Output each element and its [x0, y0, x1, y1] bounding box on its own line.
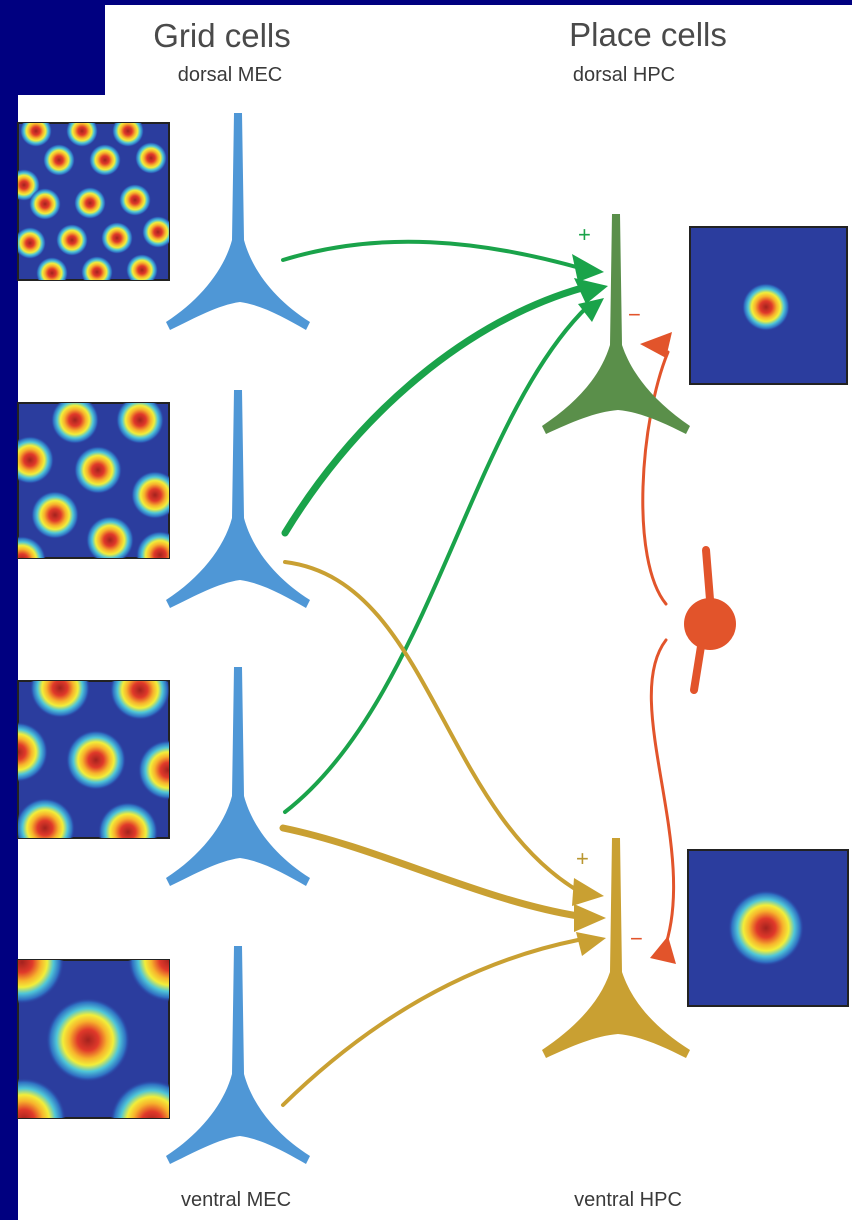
- ventral-mec-label: ventral MEC: [181, 1189, 291, 1211]
- grid-map-icon: [17, 122, 170, 281]
- pyramidal-neuron-icon: [166, 946, 310, 1164]
- dorsal-hpc-label: dorsal HPC: [573, 64, 675, 86]
- excitatory-sign: +: [578, 222, 591, 247]
- arrowhead-icon: [574, 904, 606, 932]
- arrowhead-icon: [574, 278, 608, 304]
- dorsal-mec-label: dorsal MEC: [178, 64, 282, 86]
- pyramidal-neuron-icon: [542, 838, 690, 1058]
- grid-map-icon: [17, 959, 170, 1119]
- place-cells-title: Place cells: [569, 16, 727, 53]
- place-field-icon: [689, 226, 848, 385]
- projection-grid2-dorsal: [281, 284, 586, 537]
- inhibitory-projections: [641, 350, 676, 952]
- arrowhead-icon: [578, 298, 604, 322]
- figure-panel-top: [105, 5, 852, 100]
- projection-grid3-ventral: [279, 824, 582, 920]
- arrowhead-icon: [640, 332, 672, 358]
- inhibition-ventral: [649, 638, 676, 952]
- inhibitory-sign: −: [630, 926, 643, 951]
- grid-neurons: [166, 113, 310, 1164]
- grid-map-icon: [17, 402, 170, 559]
- arrowhead-icon: [572, 878, 604, 906]
- grid-cells-title: Grid cells: [153, 17, 291, 54]
- place-field-icon: [687, 849, 849, 1007]
- inhibition-dorsal: [641, 350, 670, 606]
- pyramidal-neuron-icon: [166, 390, 310, 608]
- arrowhead-icon: [650, 936, 676, 964]
- ventral-hpc-label: ventral HPC: [574, 1189, 682, 1211]
- projection-grid1-dorsal: [281, 239, 582, 270]
- gold-arrowheads: [572, 878, 606, 956]
- excitatory-sign: +: [576, 846, 589, 871]
- arrowhead-icon: [576, 932, 606, 956]
- green-projections: [281, 239, 590, 814]
- projection-grid2-ventral: [283, 560, 582, 894]
- green-arrowheads: [572, 254, 608, 322]
- pyramidal-neuron-icon: [542, 214, 690, 434]
- projection-grid4-ventral: [281, 938, 580, 1107]
- arrowhead-icon: [572, 254, 604, 282]
- interneuron-icon: [684, 546, 736, 694]
- pyramidal-neuron-icon: [166, 113, 310, 330]
- pyramidal-neuron-icon: [166, 667, 310, 886]
- grid-map-icon: [17, 680, 170, 839]
- inhibitory-sign: −: [628, 302, 641, 327]
- gold-projections: [279, 560, 582, 1107]
- projection-grid3-dorsal: [283, 304, 590, 814]
